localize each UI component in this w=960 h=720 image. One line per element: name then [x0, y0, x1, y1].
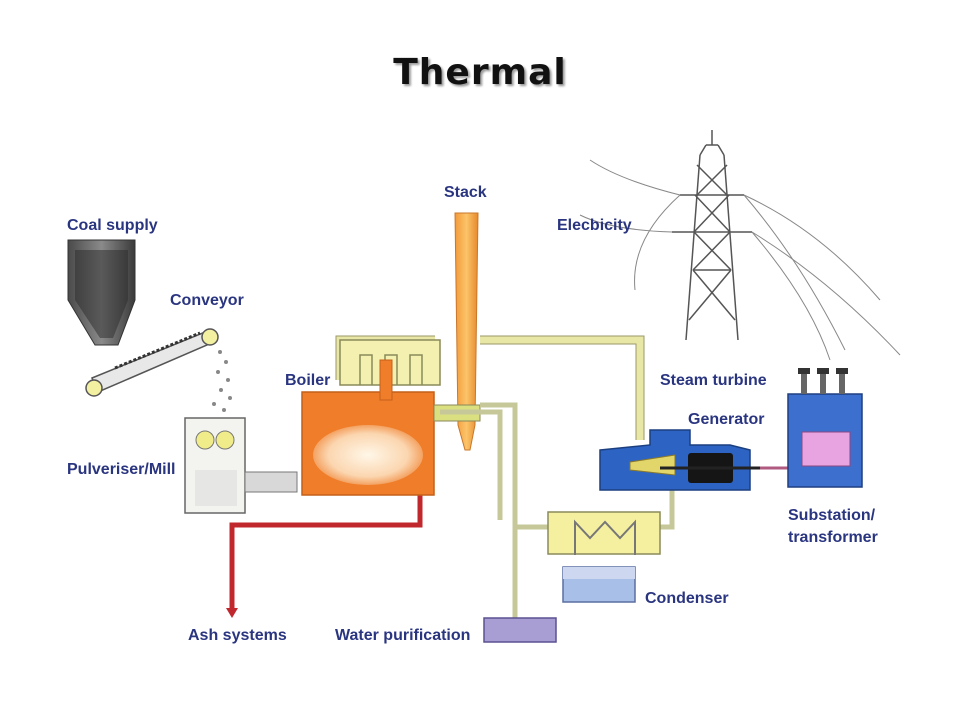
label-coal-supply: Coal supply [67, 217, 158, 234]
label-ash-systems: Ash systems [188, 627, 287, 644]
label-condenser: Condenser [645, 590, 729, 607]
page-title: Thermal [393, 52, 567, 93]
conveyor-belt [85, 328, 219, 397]
condenser [547, 511, 661, 603]
substation-transformer [787, 368, 863, 488]
label-conveyor: Conveyor [170, 292, 244, 309]
water-purification-tank [483, 617, 557, 643]
label-pulveriser: Pulveriser/Mill [67, 461, 176, 478]
label-boiler: Boiler [285, 372, 330, 389]
label-stack: Stack [444, 184, 487, 201]
label-steam-turbine: Steam turbine [660, 372, 767, 389]
label-generator: Generator [688, 411, 764, 428]
water-pipes [440, 402, 675, 618]
boiler [301, 359, 435, 496]
pulveriser-mill [184, 417, 298, 514]
label-water-purification: Water purification [335, 627, 470, 644]
ash-arrow [226, 608, 238, 618]
coal-hopper [67, 239, 136, 346]
label-substation-line1: Substation/ [788, 507, 876, 524]
ash-line [229, 495, 423, 610]
transmission-tower [672, 130, 752, 341]
steam-turbine [599, 429, 790, 491]
power-lines [579, 159, 901, 361]
falling-coal [212, 350, 232, 412]
label-substation-line2: transformer [788, 529, 878, 546]
label-electricity: Elecbicity [557, 217, 632, 234]
